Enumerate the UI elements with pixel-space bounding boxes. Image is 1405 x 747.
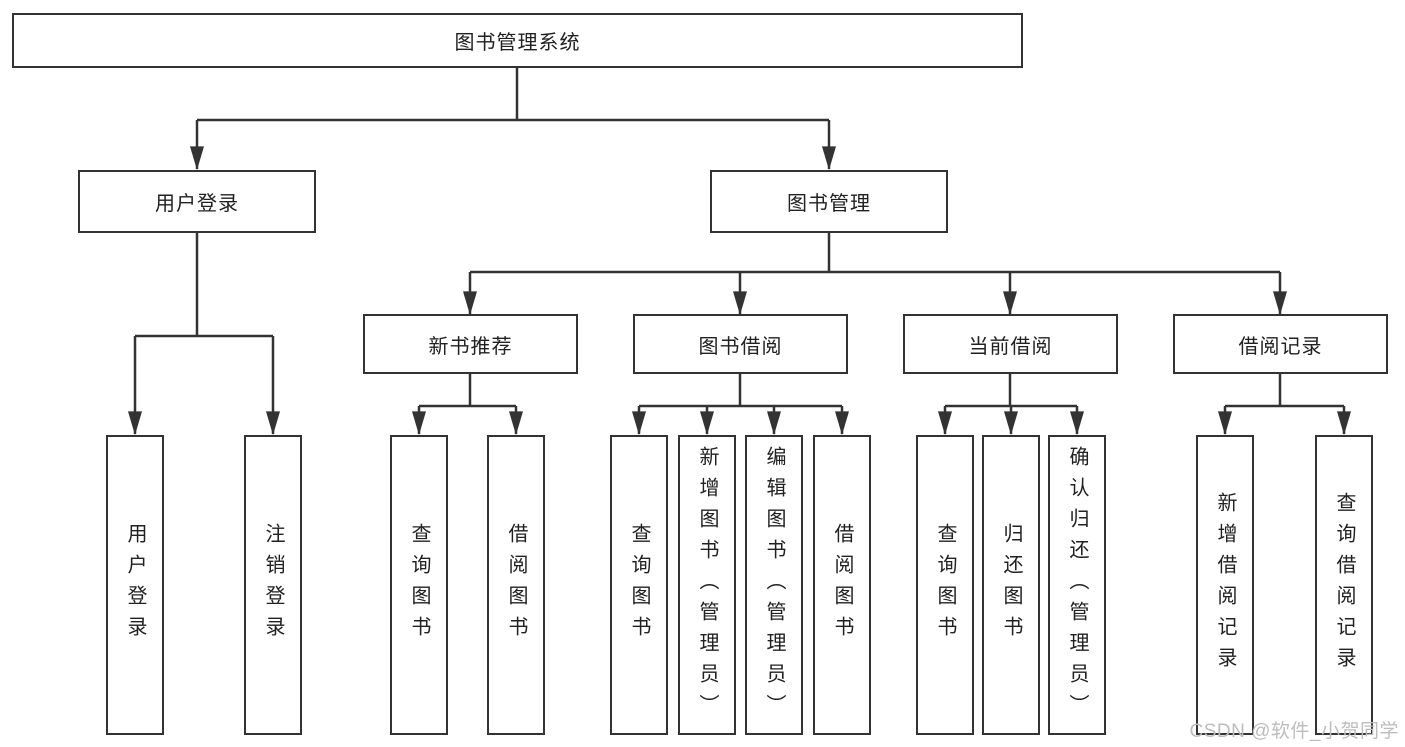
leaf-edit-book-admin: 编辑图书（管理员） [745,435,803,735]
leaf-add-book-admin-label: 新增图书（管理员） [696,445,718,725]
leaf-return-book: 归还图书 [982,435,1040,735]
node-book-management: 图书管理 [710,170,948,233]
node-user-login-label: 用户登录 [155,193,239,215]
node-borrow-record: 借阅记录 [1173,314,1388,374]
leaf-query-books-3: 查询图书 [916,435,974,735]
node-book-management-label: 图书管理 [787,193,871,215]
node-book-borrow-label: 图书借阅 [698,335,783,358]
leaf-query-books-2: 查询图书 [610,435,668,735]
connector-trunks [135,68,1344,408]
leaf-confirm-return-admin: 确认归还（管理员） [1048,435,1106,735]
leaf-confirm-return-admin-label: 确认归还（管理员） [1066,445,1088,725]
node-book-borrow: 图书借阅 [633,314,848,374]
leaf-user-login: 用户登录 [106,435,164,735]
leaf-logout-label: 注销登录 [262,523,284,647]
leaf-borrow-books-1-label: 借阅图书 [505,523,527,647]
leaf-add-book-admin: 新增图书（管理员） [678,435,736,735]
leaf-borrow-books-1: 借阅图书 [487,435,545,735]
leaf-query-books-1-label: 查询图书 [408,523,430,647]
leaf-edit-book-admin-label: 编辑图书（管理员） [763,445,785,725]
node-new-book-recommend-label: 新书推荐 [428,335,513,358]
node-current-borrow-label: 当前借阅 [968,335,1053,358]
leaf-query-books-1: 查询图书 [390,435,448,735]
leaf-add-borrow-record: 新增借阅记录 [1196,435,1254,735]
leaf-borrow-books-2-label: 借阅图书 [831,523,853,647]
leaf-return-book-label: 归还图书 [1000,523,1022,647]
node-borrow-record-label: 借阅记录 [1238,335,1323,358]
leaf-query-borrow-record: 查询借阅记录 [1315,435,1373,735]
leaf-add-borrow-record-label: 新增借阅记录 [1214,492,1236,678]
leaf-logout: 注销登录 [244,435,302,735]
leaf-query-books-2-label: 查询图书 [628,523,650,647]
leaf-query-books-3-label: 查询图书 [934,523,956,647]
leaf-query-borrow-record-label: 查询借阅记录 [1333,492,1355,678]
leaf-user-login-label: 用户登录 [124,523,146,647]
node-user-login: 用户登录 [78,170,316,233]
node-new-book-recommend: 新书推荐 [363,314,578,374]
watermark-text: CSDN @软件_小贺同学 [1189,721,1399,742]
leaf-borrow-books-2: 借阅图书 [813,435,871,735]
node-root: 图书管理系统 [12,13,1023,68]
node-current-borrow: 当前借阅 [903,314,1118,374]
node-root-label: 图书管理系统 [454,32,581,54]
